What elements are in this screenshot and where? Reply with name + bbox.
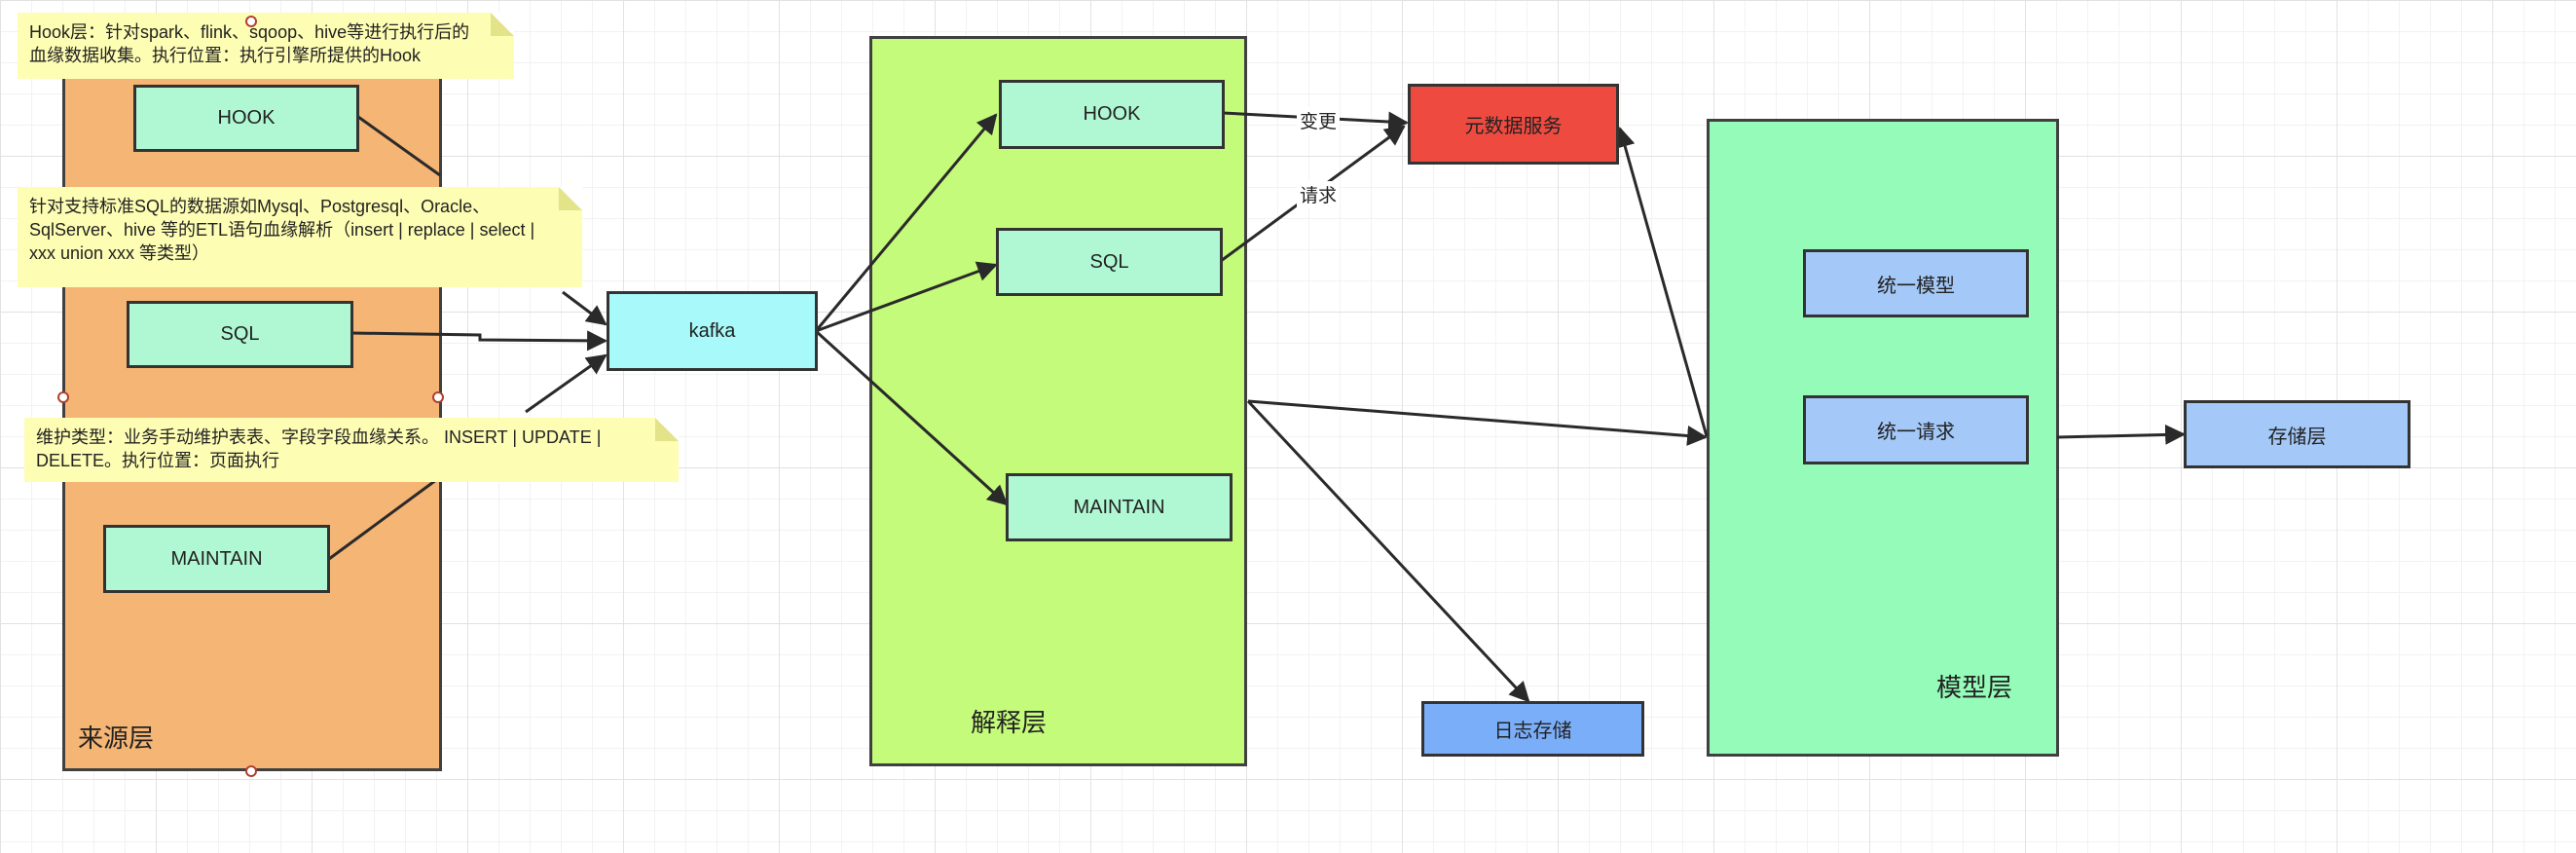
edge-src-hook-kafka-lower <box>562 290 607 326</box>
edge-interpret-log <box>1246 399 1530 703</box>
metadata-service-node[interactable]: 元数据服务 <box>1408 84 1619 165</box>
unified-request-node[interactable]: 统一请求 <box>1803 395 2029 464</box>
kafka-node[interactable]: kafka <box>607 291 818 371</box>
source-hook-node[interactable]: HOOK <box>133 85 359 152</box>
edge-interpret-model <box>1247 399 1709 446</box>
edge-kafka-int-sql <box>815 261 998 333</box>
resize-handle-top[interactable] <box>245 16 257 27</box>
edge-src-maintain-kafka-upper <box>525 353 607 414</box>
source-maintain-node[interactable]: MAINTAIN <box>103 525 330 593</box>
sql-note[interactable]: 针对支持标准SQL的数据源如Mysql、Postgresql、Oracle、 S… <box>18 187 582 287</box>
hook-note[interactable]: Hook层：针对spark、flink、sqoop、hive等进行执行后的 血缘… <box>18 13 514 79</box>
resize-handle-bottom[interactable] <box>245 765 257 777</box>
edge-src-sql-kafka <box>350 330 608 352</box>
unified-model-node[interactable]: 统一模型 <box>1803 249 2029 317</box>
edge-label-request: 请求 <box>1297 181 1341 207</box>
edge-label-change: 变更 <box>1297 107 1341 133</box>
storage-layer-node[interactable]: 存储层 <box>2184 400 2410 468</box>
edge-src-maintain-kafka <box>328 475 441 561</box>
edge-kafka-int-maintain <box>814 329 1009 506</box>
model-layer-title: 模型层 <box>1936 673 2013 702</box>
edge-model-metadata <box>1615 126 1709 437</box>
resize-handle-right[interactable] <box>432 391 444 403</box>
source-layer-title: 来源层 <box>78 723 155 753</box>
edge-model-storage <box>2056 424 2187 445</box>
maintain-note[interactable]: 维护类型：业务手动维护表表、字段字段血缘关系。 INSERT | UPDATE … <box>24 418 679 482</box>
interpret-hook-node[interactable]: HOOK <box>999 80 1225 149</box>
edge-src-hook-kafka <box>357 115 441 177</box>
source-sql-node[interactable]: SQL <box>127 301 353 368</box>
edge-kafka-int-hook <box>814 113 998 332</box>
interpret-maintain-node[interactable]: MAINTAIN <box>1006 473 1233 541</box>
resize-handle-left[interactable] <box>57 391 69 403</box>
log-storage-node[interactable]: 日志存储 <box>1421 701 1644 757</box>
interpret-sql-node[interactable]: SQL <box>996 228 1223 296</box>
interpret-layer <box>869 36 1247 766</box>
interpret-layer-title: 解释层 <box>971 708 1048 737</box>
